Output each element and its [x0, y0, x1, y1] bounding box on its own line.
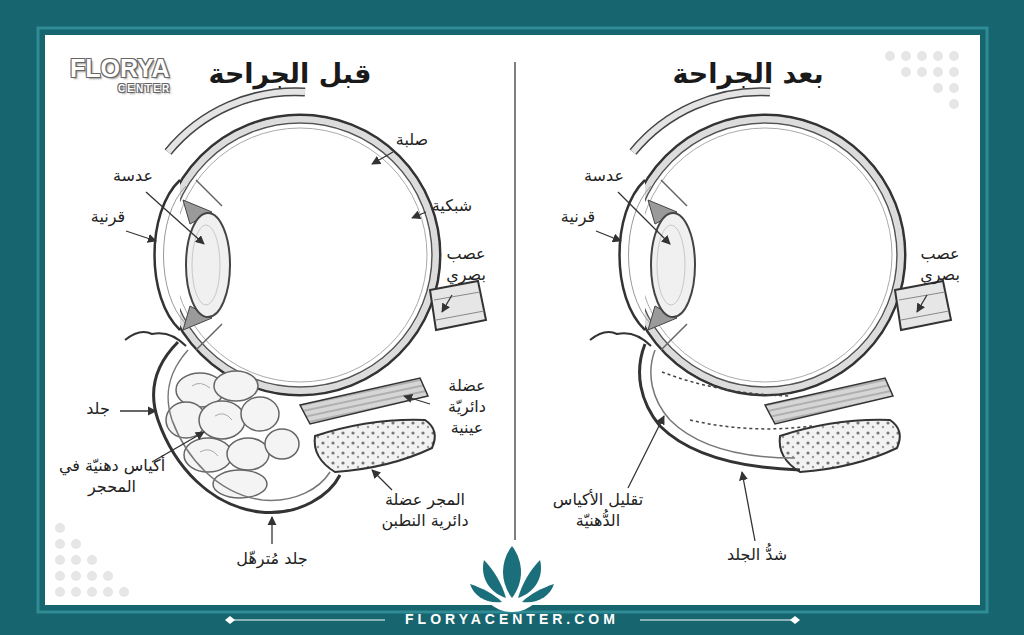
part-label: عصب بصري	[439, 244, 493, 286]
part-label: جلد مُترهّل	[217, 549, 327, 570]
logo-subtext: CENTER	[118, 82, 190, 95]
part-label: أكياس دهنيّة في المحجر	[55, 456, 169, 498]
part-label: عدسة	[573, 166, 635, 187]
part-label: جلد	[78, 399, 118, 420]
part-label: شدُّ الجلد	[709, 545, 805, 566]
part-label: عضلة دائريّة عينية	[434, 376, 500, 438]
part-label: قرنية	[547, 207, 609, 228]
logo-text: FLORYA	[70, 52, 194, 85]
part-label: المجر عضلة دائرية النطبن	[375, 490, 475, 532]
part-label: عدسة	[102, 166, 164, 187]
part-label: شبكية	[422, 196, 482, 217]
part-label: قرنية	[77, 207, 139, 228]
part-label: عصب بصري	[913, 244, 967, 286]
website-url: FLORYACENTER.COM	[367, 610, 657, 628]
part-label: تقليل الأكياس الدُّهنيّة	[539, 490, 657, 532]
panel-heading: بعد الجراحة	[643, 56, 853, 91]
panel-heading: قبل الجراحة	[185, 56, 395, 91]
part-label: صلبة	[382, 130, 442, 151]
